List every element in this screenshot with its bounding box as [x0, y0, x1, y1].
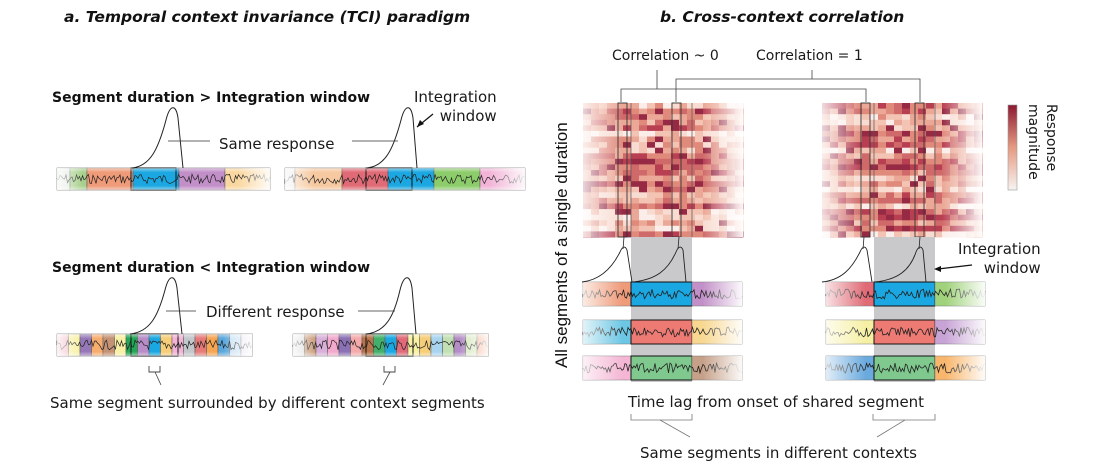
- integration-window-arrow-b: [937, 264, 973, 270]
- context-row-left-2: [582, 319, 743, 345]
- case-short-heading: Segment duration < Integration window: [52, 260, 371, 276]
- response-curve-b2: [631, 246, 687, 283]
- case-long-heading: Segment duration > Integration window: [52, 90, 371, 106]
- segment-bracket-right: [383, 366, 396, 373]
- arrowhead-a: [417, 120, 424, 127]
- correlation-one-label: Correlation = 1: [756, 48, 863, 64]
- heatmap-fade: [822, 103, 982, 237]
- segment-leader-left: [154, 371, 162, 386]
- integration-window-label-a-line1: Integration: [414, 88, 497, 106]
- fade-overlay: [826, 356, 985, 380]
- response-curve-short-left: [129, 277, 183, 335]
- connector-b3: [862, 236, 865, 250]
- response-curve-b4: [873, 246, 927, 283]
- connector-b4: [918, 236, 921, 250]
- corr-zero-bracket: [620, 88, 867, 102]
- fade-overlay-v: [293, 334, 489, 356]
- same-segments-label: Same segments in different contexts: [640, 444, 917, 462]
- context-row-right-3: [825, 355, 986, 381]
- fade-overlay: [826, 320, 985, 344]
- response-curve-b1: [581, 246, 633, 283]
- fade-overlay-v: [57, 168, 270, 190]
- sequence-long-left: [56, 167, 271, 191]
- panel-a-title: a. Temporal context invariance (TCI) par…: [64, 8, 471, 26]
- integration-window-label-b: Integration window: [958, 240, 1041, 278]
- heatmap-left: [583, 102, 744, 238]
- connector-b1: [622, 236, 625, 250]
- response-curve-long-right: [366, 107, 418, 169]
- response-curve-long-left: [131, 107, 184, 169]
- fade-overlay: [826, 282, 985, 306]
- bottom-leader-right: [876, 419, 906, 438]
- bottom-bracket-right: [872, 414, 936, 421]
- integration-window-label-b-line2: window: [983, 259, 1041, 277]
- fade-overlay: [583, 282, 742, 306]
- corr-one-bracket: [675, 78, 921, 102]
- fade-overlay-v: [57, 334, 253, 356]
- heatmap-right: [822, 102, 983, 238]
- bottom-leader-left: [659, 419, 691, 438]
- highlighted-column: [617, 102, 628, 238]
- sequence-long-right: [284, 167, 526, 191]
- integration-window-label-a-line2: window: [439, 107, 497, 125]
- panel-b-title: b. Cross-context correlation: [660, 8, 905, 26]
- fade-overlay-v: [285, 168, 525, 190]
- context-row-left-1: [582, 281, 743, 307]
- sequence-short-left: [56, 333, 253, 357]
- heatmap-fade: [583, 103, 743, 237]
- response-curve-short-right: [365, 277, 417, 335]
- same-segment-footnote: Same segment surrounded by different con…: [50, 394, 485, 412]
- different-response-label: Different response: [206, 303, 345, 321]
- correlation-zero-label: Correlation ~ 0: [612, 48, 719, 64]
- arrowhead-b: [934, 266, 941, 272]
- same-response-label: Same response: [219, 135, 335, 153]
- integration-window-label-b-line1: Integration: [958, 240, 1041, 258]
- context-row-left-3: [582, 355, 743, 381]
- sequence-short-right: [292, 333, 489, 357]
- response-curve-b3: [821, 246, 873, 283]
- context-row-right-2: [825, 319, 986, 345]
- segment-leader-right: [382, 371, 391, 386]
- highlighted-column: [860, 102, 871, 238]
- bottom-bracket-left: [630, 414, 693, 421]
- context-row-right-1: [825, 281, 986, 307]
- colorbar: [1007, 104, 1018, 191]
- x-axis-label: Time lag from onset of shared segment: [628, 393, 925, 411]
- segment-bracket-left: [148, 366, 161, 373]
- integration-window-label-a: Integration window: [414, 88, 497, 126]
- fade-overlay: [583, 320, 742, 344]
- connector-b2: [677, 236, 680, 250]
- fade-overlay: [583, 356, 742, 380]
